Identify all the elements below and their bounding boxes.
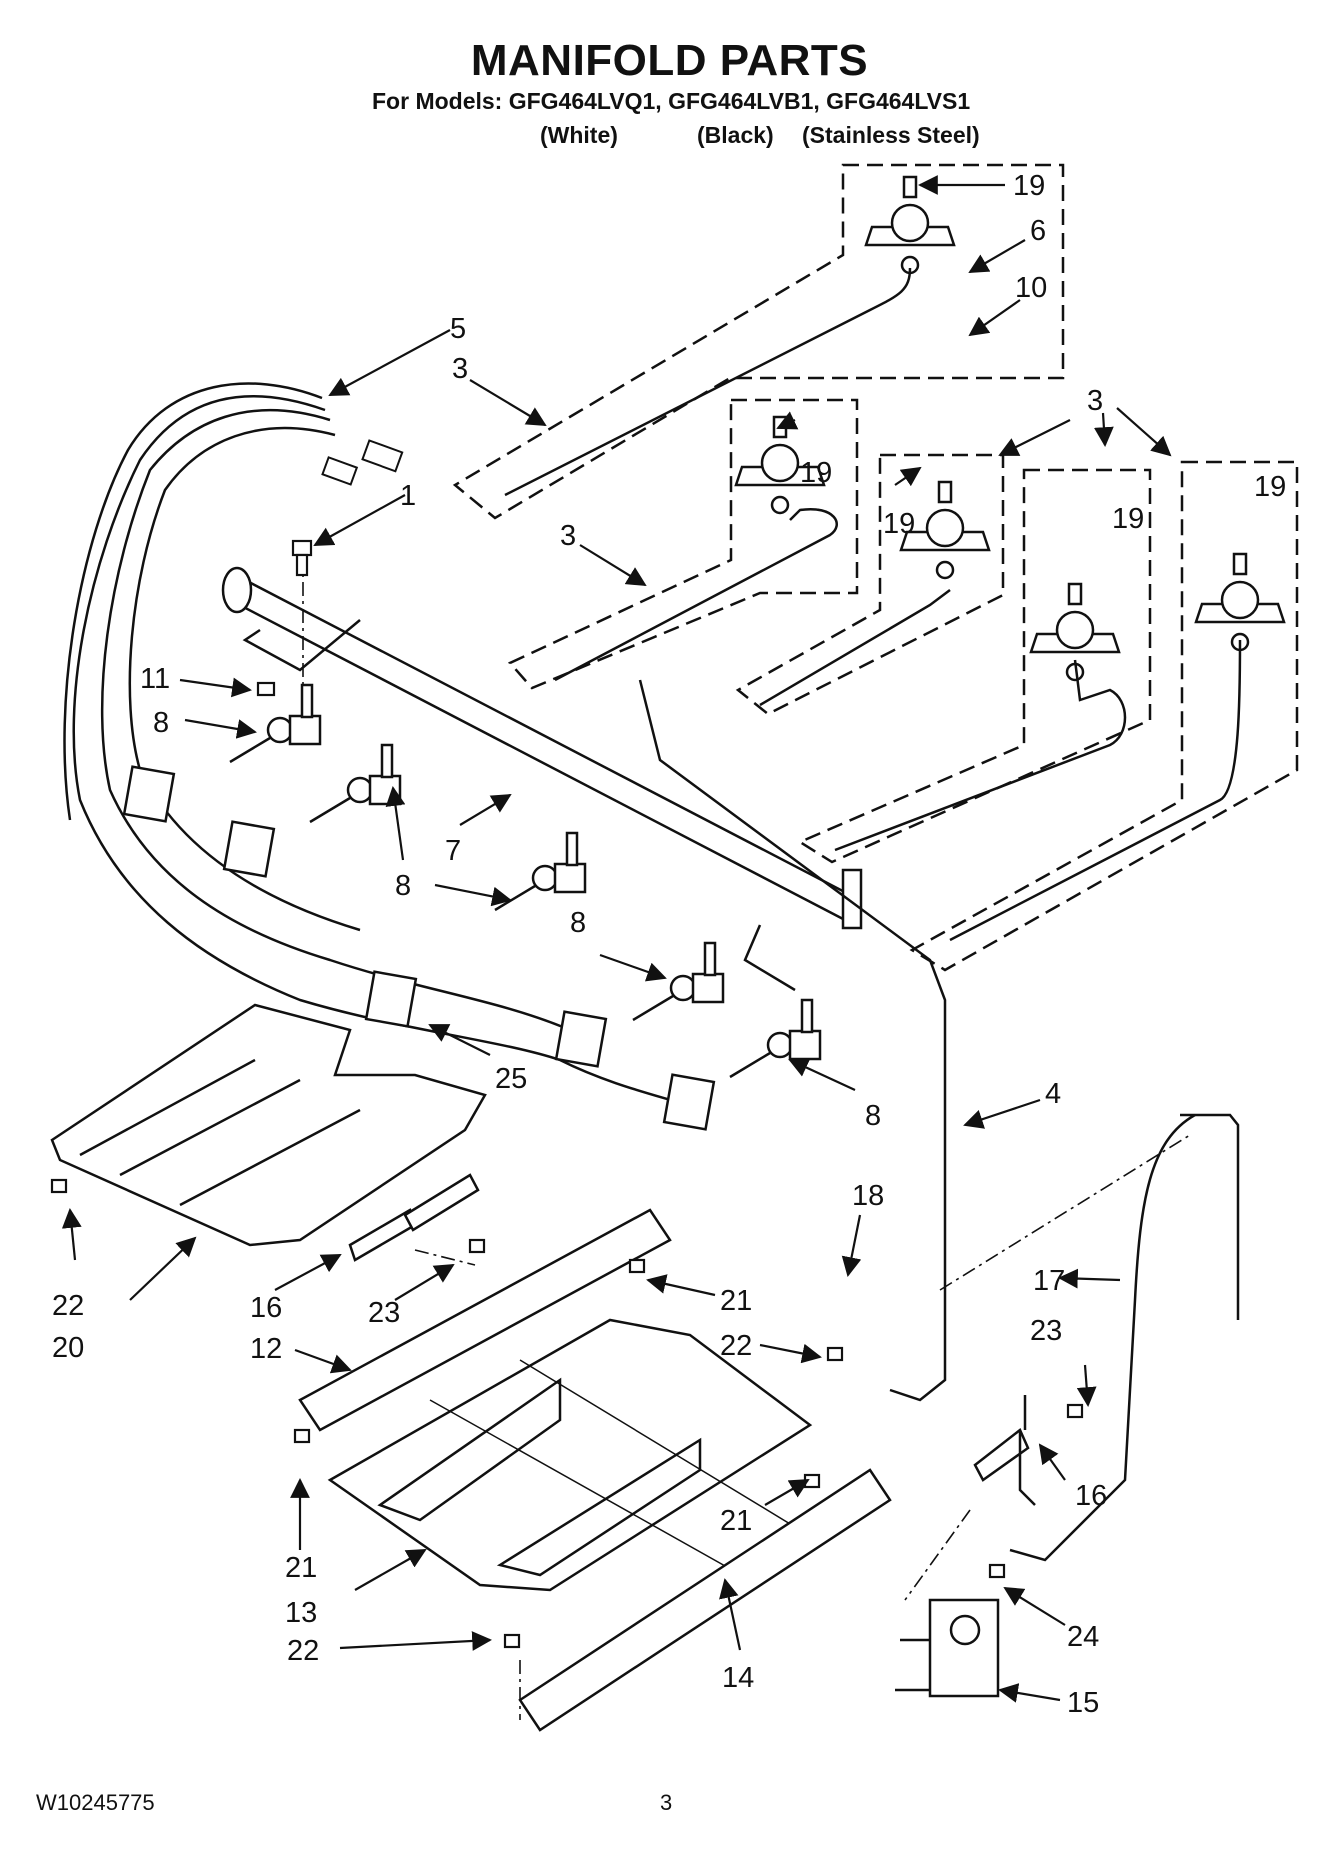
heat-shield (50, 1003, 487, 1247)
igniter-switches (122, 765, 716, 1131)
assembly-lines (302, 555, 1191, 1720)
variant-white: (White) (540, 122, 618, 148)
variant-black: (Black) (697, 122, 774, 148)
callout-22-lower: 22 (287, 1635, 319, 1667)
igniters (348, 1173, 1036, 1506)
callout-8-left: 8 (153, 707, 169, 739)
callout-15: 15 (1067, 1687, 1099, 1719)
callout-22-left: 22 (52, 1290, 84, 1322)
callout-25: 25 (495, 1063, 527, 1095)
callout-3-upper-left: 3 (452, 353, 468, 385)
callout-20: 20 (52, 1332, 84, 1364)
model-list: For Models: GFG464LVQ1, GFG464LVB1, GFG4… (372, 88, 971, 114)
callout-8-right: 8 (865, 1100, 881, 1132)
document-number: W10245775 (36, 1790, 155, 1815)
callout-24: 24 (1067, 1621, 1099, 1653)
callout-4: 4 (1045, 1078, 1061, 1110)
callout-21-upper: 21 (720, 1285, 752, 1317)
burner-bases (734, 175, 1286, 682)
callout-21-left: 21 (285, 1552, 317, 1584)
enclosure-far-right (909, 460, 1299, 972)
callout-23-right: 23 (1030, 1315, 1062, 1347)
enclosure-center (735, 453, 1005, 716)
callout-21-lower: 21 (720, 1505, 752, 1537)
enclosure-top-right (452, 163, 1065, 520)
callout-13: 13 (285, 1597, 317, 1629)
callout-14: 14 (722, 1662, 754, 1694)
burner-valves (229, 683, 822, 1079)
callout-5: 5 (450, 313, 466, 345)
callout-18: 18 (852, 1180, 884, 1212)
dashed-enclosures (452, 163, 1299, 972)
callout-19-far-right: 19 (1254, 471, 1286, 503)
callout-12: 12 (250, 1333, 282, 1365)
callout-23-left: 23 (368, 1297, 400, 1329)
callout-19-rear-left: 19 (800, 457, 832, 489)
callout-1: 1 (400, 480, 416, 512)
callout-19-right-center: 19 (1112, 503, 1144, 535)
enclosure-rear-left (507, 398, 859, 690)
callout-arrows (61, 175, 1172, 1703)
page-title: MANIFOLD PARTS (470, 36, 869, 85)
manifold-pipe (221, 566, 863, 992)
callout-7: 7 (445, 835, 461, 867)
gas-tubes (504, 267, 1242, 1402)
callout-11: 11 (140, 663, 170, 695)
callout-19-center: 19 (883, 508, 915, 540)
callout-17: 17 (1033, 1265, 1065, 1297)
variant-stainless: (Stainless Steel) (802, 122, 980, 148)
callout-22-center: 22 (720, 1330, 752, 1362)
page-number: 3 (660, 1790, 673, 1815)
callout-6: 6 (1030, 215, 1046, 247)
burner-tubes (298, 1208, 892, 1732)
callout-3-center: 3 (560, 520, 576, 552)
callout-8-center-left: 8 (395, 870, 411, 902)
callout-3-right: 3 (1087, 385, 1103, 417)
callout-labels: 19 6 10 5 3 3 3 19 19 19 19 1 3 11 8 8 7… (52, 170, 1286, 1719)
callout-19-top: 19 (1013, 170, 1045, 202)
burner-pan (327, 1318, 813, 1592)
callout-8-center: 8 (570, 907, 586, 939)
oven-valve (895, 1113, 1240, 1698)
callout-16-left: 16 (250, 1292, 282, 1324)
callout-10: 10 (1015, 272, 1047, 304)
callout-16-right: 16 (1075, 1480, 1107, 1512)
enclosure-right-center (797, 468, 1152, 864)
